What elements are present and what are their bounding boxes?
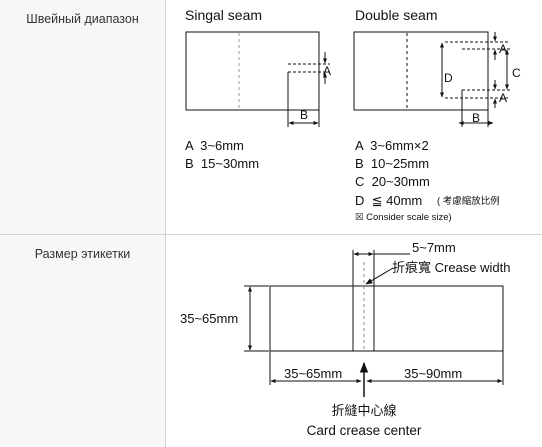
crease-width-value: 5~7mm	[412, 240, 456, 255]
right-width-value: 35~90mm	[404, 366, 462, 381]
single-seam-title: Singal seam	[185, 7, 262, 23]
double-spec-d: D ≦ 40mm	[355, 193, 422, 208]
double-seam-title: Double seam	[355, 7, 438, 23]
double-scale-note-en: ☒ Consider scale size)	[355, 212, 452, 223]
label-card	[269, 285, 504, 352]
crease-width-label: 折痕寬 Crease width	[392, 260, 510, 275]
crease-label-arrow	[365, 267, 394, 285]
single-seam-fabric	[185, 31, 320, 111]
double-seam-mark-a-bottom: A	[499, 91, 507, 105]
double-spec-a: A 3~6mm×2	[355, 138, 429, 153]
single-seam-mark-b: B	[300, 108, 308, 122]
double-seam-mark-d: D	[444, 71, 453, 85]
center-label-cn: 折縫中心線	[331, 403, 396, 418]
single-seam-mark-a: A	[323, 64, 331, 78]
left-width-value: 35~65mm	[284, 366, 342, 381]
single-spec-a: A 3~6mm	[185, 138, 244, 153]
double-seam-fabric	[353, 31, 489, 111]
single-spec-b: B 15~30mm	[185, 156, 259, 171]
label-size-label: Размер этикетки	[34, 247, 131, 261]
double-spec-c: C 20~30mm	[355, 174, 430, 189]
row-label-sewing-range: Швейный диапазон	[0, 0, 165, 234]
column-divider	[165, 0, 166, 447]
label-size-diagram: 5~7mm 折痕寬 Crease width 35~65mm 35~65mm 3…	[180, 240, 510, 438]
row-divider	[0, 234, 542, 235]
single-seam-diagram: Singal seam A B A 3~6mm B 15~30mm	[185, 7, 331, 171]
row-label-label-size: Размер этикетки	[0, 235, 165, 447]
center-label-en: Card crease center	[307, 423, 422, 438]
double-seam-mark-a-top: A	[499, 42, 507, 56]
double-scale-note-cn: ( 考慮縮放比例	[437, 195, 500, 207]
double-seam-mark-c: C	[512, 66, 521, 80]
double-spec-b: B 10~25mm	[355, 156, 429, 171]
double-seam-mark-b: B	[472, 111, 480, 125]
double-seam-diagram: Double seam D C A A B A 3~6mm×2 B 10~25m…	[353, 7, 521, 223]
sewing-range-label: Швейный диапазон	[26, 12, 139, 26]
height-value: 35~65mm	[180, 311, 238, 326]
